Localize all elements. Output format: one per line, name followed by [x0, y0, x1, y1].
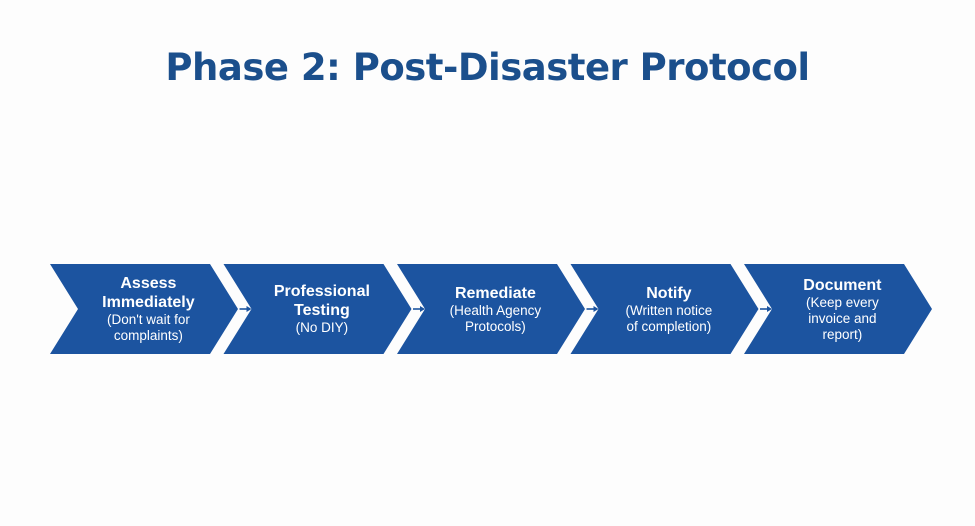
- chevron-step-4: [570, 264, 759, 354]
- step-subtitle: (Don't wait for: [106, 312, 190, 327]
- arrow-right-icon: [586, 306, 599, 312]
- chevron-step-1: [50, 264, 238, 354]
- step-subtitle: (Keep every: [806, 294, 879, 310]
- step-subtitle: report): [822, 326, 863, 342]
- step-subtitle: of completion): [626, 318, 712, 334]
- chevron-step-3: [397, 264, 585, 354]
- step-title: Testing: [294, 302, 350, 319]
- arrow-right-icon: [413, 306, 425, 312]
- step-subtitle: invoice and: [808, 310, 877, 326]
- chevron-step-2: [223, 264, 412, 354]
- step-title: Professional: [273, 283, 370, 300]
- step-title: Remediate: [454, 284, 536, 302]
- arrow-right-icon: [760, 306, 772, 312]
- step-title: Notify: [646, 284, 692, 302]
- chevron-step-5: [744, 264, 932, 354]
- step-subtitle: complaints): [113, 328, 183, 343]
- step-subtitle: (No DIY): [295, 320, 349, 335]
- step-title: Assess: [120, 275, 177, 292]
- step-title: Document: [803, 276, 882, 294]
- step-title: Immediately: [102, 294, 195, 311]
- step-subtitle: (Written notice: [625, 302, 713, 318]
- step-subtitle: (Health Agency: [449, 302, 542, 318]
- step-subtitle: Protocols): [465, 318, 526, 334]
- arrow-right-icon: [239, 306, 252, 312]
- page-title: Phase 2: Post-Disaster Protocol: [165, 46, 810, 89]
